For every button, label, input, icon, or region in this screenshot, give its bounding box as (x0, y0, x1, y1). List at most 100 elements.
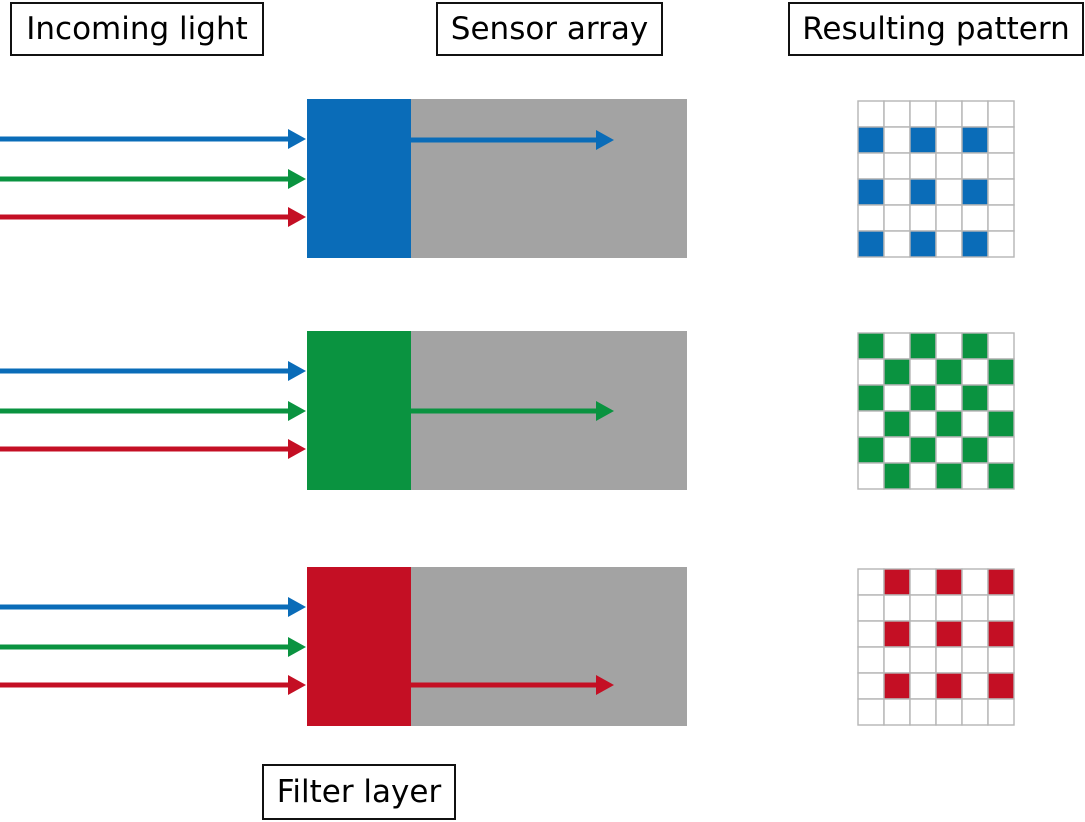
incoming-arrow-green-head (288, 169, 306, 189)
pattern-cell-empty (857, 594, 885, 622)
pattern-cell-empty (961, 646, 989, 674)
pattern-cell-filled (935, 672, 963, 700)
pattern-cell-filled (935, 358, 963, 386)
pattern-cell-empty (909, 204, 937, 232)
pattern-cell-empty (883, 126, 911, 154)
pattern-cell-empty (987, 384, 1015, 412)
pattern-cell-empty (857, 100, 885, 128)
pattern-cell-empty (961, 568, 989, 596)
pattern-cell-filled (961, 384, 989, 412)
pattern-cell-empty (987, 230, 1015, 258)
passed-arrow-green-head (596, 401, 614, 421)
pattern-cell-empty (857, 462, 885, 490)
pattern-cell-empty (909, 672, 937, 700)
pattern-cell-empty (987, 436, 1015, 464)
filter-block-red (307, 567, 411, 726)
pattern-cell-filled (935, 568, 963, 596)
pattern-cell-empty (987, 594, 1015, 622)
pattern-cell-filled (883, 620, 911, 648)
pattern-cell-filled (857, 178, 885, 206)
pattern-cell-filled (857, 436, 885, 464)
row-blue (0, 99, 1015, 258)
pattern-grid-red (857, 568, 1015, 726)
incoming-arrow-blue (0, 361, 306, 381)
pattern-cell-empty (883, 230, 911, 258)
pattern-cell-filled (961, 230, 989, 258)
incoming-arrow-blue (0, 597, 306, 617)
pattern-cell-empty (961, 152, 989, 180)
resulting-pattern-label: Resulting pattern (788, 2, 1084, 56)
pattern-cell-empty (935, 384, 963, 412)
pattern-cell-empty (909, 358, 937, 386)
pattern-cell-empty (909, 100, 937, 128)
pattern-cell-empty (857, 646, 885, 674)
pattern-cell-empty (909, 462, 937, 490)
pattern-cell-empty (935, 126, 963, 154)
pattern-cell-empty (883, 152, 911, 180)
row-red (0, 567, 1015, 726)
pattern-cell-empty (935, 698, 963, 726)
pattern-cell-empty (961, 594, 989, 622)
incoming-arrow-red (0, 207, 306, 227)
filter-block-green (307, 331, 411, 490)
pattern-cell-filled (909, 436, 937, 464)
incoming-arrow-red-head (288, 439, 306, 459)
incoming-arrow-green-head (288, 401, 306, 421)
pattern-cell-empty (909, 698, 937, 726)
pattern-cell-empty (857, 672, 885, 700)
pattern-cell-filled (857, 384, 885, 412)
pattern-cell-empty (987, 332, 1015, 360)
pattern-cell-filled (857, 230, 885, 258)
passed-arrow-red-head (596, 675, 614, 695)
pattern-cell-filled (987, 568, 1015, 596)
pattern-cell-filled (909, 230, 937, 258)
incoming-arrow-blue-head (288, 597, 306, 617)
passed-arrow-green (411, 401, 614, 421)
incoming-arrow-green (0, 169, 306, 189)
passed-arrow-blue-head (596, 130, 614, 150)
pattern-cell-empty (883, 646, 911, 674)
pattern-cell-empty (857, 568, 885, 596)
pattern-cell-filled (987, 410, 1015, 438)
pattern-cell-empty (883, 204, 911, 232)
incoming-arrow-green (0, 401, 306, 421)
pattern-cell-empty (987, 100, 1015, 128)
pattern-cell-empty (961, 462, 989, 490)
pattern-cell-filled (883, 568, 911, 596)
pattern-cell-empty (909, 620, 937, 648)
pattern-cell-empty (857, 204, 885, 232)
incoming-arrow-red (0, 675, 306, 695)
pattern-cell-empty (857, 410, 885, 438)
pattern-cell-filled (987, 672, 1015, 700)
filter-block-blue (307, 99, 411, 258)
incoming-arrow-red-head (288, 207, 306, 227)
incoming-light-label: Incoming light (10, 2, 264, 56)
pattern-cell-filled (935, 462, 963, 490)
pattern-cell-empty (909, 152, 937, 180)
incoming-arrow-blue-head (288, 129, 306, 149)
incoming-arrow-red (0, 439, 306, 459)
pattern-cell-empty (883, 594, 911, 622)
pattern-cell-empty (883, 178, 911, 206)
pattern-cell-empty (935, 230, 963, 258)
incoming-arrow-red-head (288, 675, 306, 695)
sensor-block (411, 99, 687, 258)
pattern-cell-empty (987, 152, 1015, 180)
row-green (0, 331, 1015, 490)
pattern-cell-empty (883, 384, 911, 412)
sensor-block (411, 567, 687, 726)
pattern-cell-empty (935, 100, 963, 128)
pattern-cell-empty (935, 152, 963, 180)
pattern-cell-empty (961, 620, 989, 648)
pattern-cell-empty (935, 594, 963, 622)
pattern-cell-empty (961, 672, 989, 700)
pattern-cell-filled (909, 384, 937, 412)
pattern-cell-filled (909, 126, 937, 154)
pattern-cell-empty (961, 358, 989, 386)
incoming-arrow-blue-head (288, 361, 306, 381)
pattern-cell-empty (883, 698, 911, 726)
pattern-cell-empty (935, 436, 963, 464)
incoming-arrow-blue (0, 129, 306, 149)
pattern-cell-empty (857, 698, 885, 726)
